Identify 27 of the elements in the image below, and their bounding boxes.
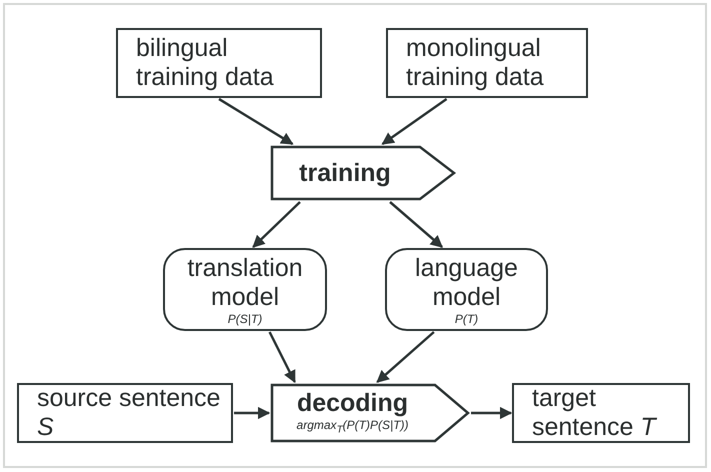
process-pentagon — [270, 383, 470, 443]
arrow — [218, 98, 294, 146]
node-label: monolingual training data — [405, 34, 545, 92]
formula-label: argmax$_{T}$(P(T)P(S|T)) — [296, 418, 408, 438]
formula-label: P(S|T) — [228, 312, 262, 326]
formula-label: P(T) — [454, 312, 478, 326]
process-label: decoding — [296, 388, 410, 418]
arrow — [234, 406, 270, 420]
arrow — [471, 406, 512, 420]
process-label: training — [298, 158, 392, 188]
data-box — [17, 383, 233, 443]
arrow — [376, 331, 435, 383]
node-label: translation model — [186, 254, 304, 312]
arrow — [389, 201, 443, 248]
node-label: target sentence T — [531, 384, 658, 442]
model-box — [163, 248, 327, 331]
data-box — [386, 28, 588, 98]
node-label: bilingual training data — [135, 34, 275, 92]
node-label: language model — [414, 254, 519, 312]
process-pentagon — [270, 145, 456, 201]
node-label: source sentence S — [36, 384, 222, 442]
arrow — [381, 98, 448, 146]
data-box — [116, 28, 322, 98]
arrow — [268, 331, 296, 384]
data-box — [512, 383, 690, 443]
arrow — [252, 201, 301, 248]
model-box — [385, 248, 548, 331]
